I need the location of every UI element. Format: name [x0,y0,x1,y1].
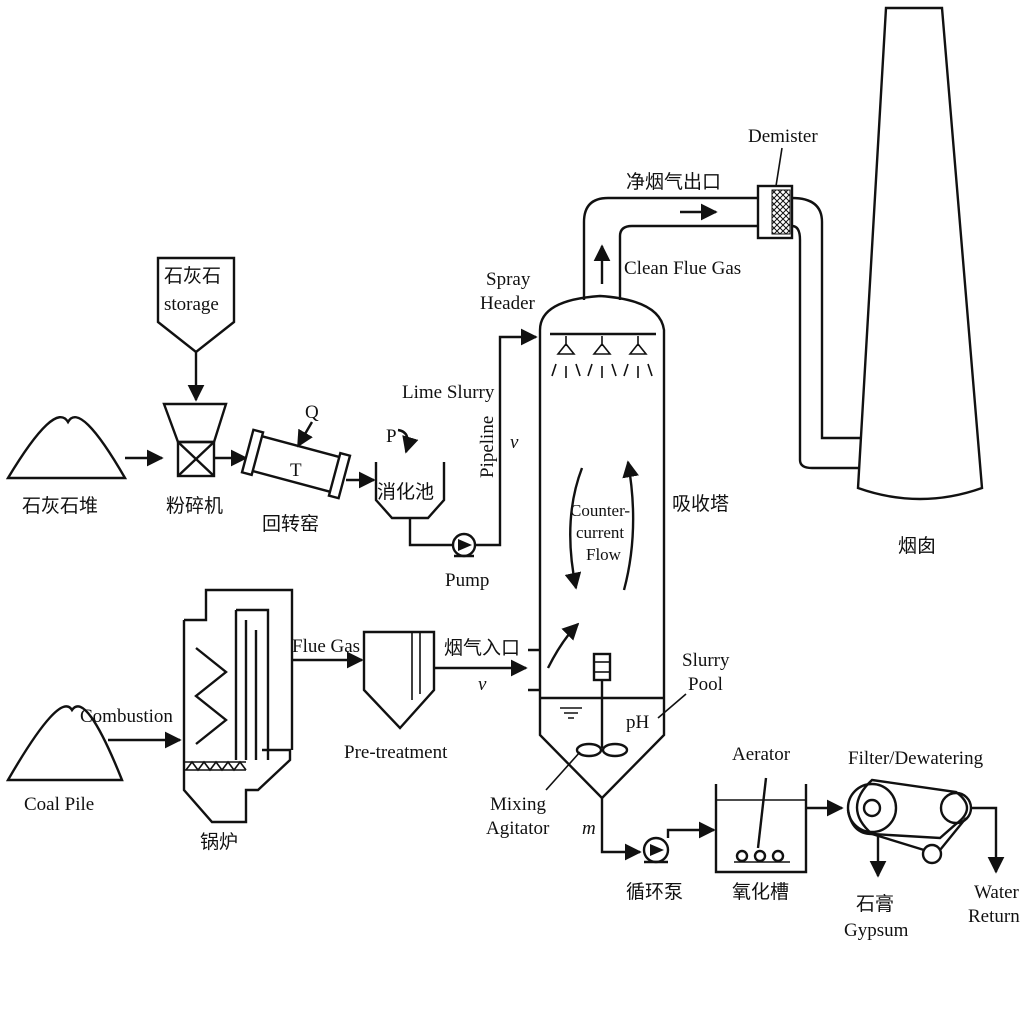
spray-header-label-2: Header [480,293,536,314]
circ-pump-to-oxidation-line [666,821,716,839]
slurry-pump: Pump [445,532,489,591]
countercurrent-label-1: Counter- [570,501,630,520]
spray-header: Spray Header [480,269,656,378]
slurry-pool-label-1: Slurry [682,650,730,671]
spray-header-label-1: Spray [486,269,531,290]
spray-nozzle-3 [623,336,653,378]
circulation-pump: 循环泵 [626,836,683,903]
lime-slurry-label: Lime Slurry [402,382,495,403]
mass-flow-label: m [582,818,596,839]
crusher: 粉碎机 [162,402,228,517]
absorber-to-circ-pump-line [600,798,642,861]
filter-to-water-return-arrow [970,806,1005,874]
clean-flue-gas-label: Clean Flue Gas [624,258,741,279]
water-return-label-1: Water [974,882,1020,903]
combustion-label: Combustion [80,706,173,727]
countercurrent-flow: Counter- current Flow [564,460,639,591]
limestone-pile-label: 石灰石堆 [22,495,98,517]
mixing-agitator: Mixing Agitator [486,652,629,839]
gypsum-label-en: Gypsum [844,920,909,941]
kiln-temp-label: T [290,460,302,481]
mixing-agitator-label-2: Agitator [486,818,550,839]
circulation-pump-label: 循环泵 [626,881,683,903]
storage-label-en: storage [164,294,219,315]
water-return-label-2: Return [968,906,1020,927]
countercurrent-label-2: current [576,523,624,542]
demister-pointer-line [775,147,783,187]
filter-label: Filter/Dewatering [848,748,984,769]
kiln-heat-arrow [296,421,314,448]
kiln-label: 回转窑 [262,513,319,535]
oxidation-tank: Aerator 氧化槽 [714,744,808,903]
filter-dewatering: Filter/Dewatering [846,748,984,865]
mixing-agitator-label-1: Mixing [490,794,546,815]
pretreatment-label: Pre-treatment [344,742,448,763]
countercurrent-label-3: Flow [586,545,622,564]
crusher-label: 粉碎机 [166,495,223,517]
aerator-label: Aerator [732,744,791,765]
demister-label: Demister [748,126,818,147]
slurry-pool-label-2: Pool [688,674,723,695]
demister: Demister [748,126,818,240]
slaking-pressure-arrow [397,428,419,454]
chimney: 烟囱 [856,6,984,557]
flue-gas-inlet: 烟气入口 v [444,622,580,695]
inlet-velocity-label: v [478,674,487,695]
coal-pile-label: Coal Pile [24,794,94,815]
clean-gas-duct: Clean Flue Gas 净烟气出口 [582,171,860,470]
slaker-to-pump-line [408,518,452,547]
ph-pointer-line [657,693,687,719]
coal-pile: Coal Pile [5,705,124,815]
slurry-pool: Slurry Pool pH [560,650,730,733]
pipeline-velocity-label: v [510,432,519,453]
gypsum-label-cn: 石膏 [856,892,894,915]
chimney-label: 烟囱 [898,535,936,557]
pretreatment-unit: Pre-treatment [344,630,448,763]
pipeline-label: Pipeline [477,416,498,478]
boiler: 锅炉 [182,588,294,853]
rotary-kiln: T Q 回转窑 [240,402,352,535]
storage-label-cn: 石灰石 [164,265,221,287]
spray-nozzle-2 [587,336,617,378]
flue-gas-inlet-label: 烟气入口 [444,637,520,659]
oxidation-tank-label: 氧化槽 [732,881,789,903]
slaking-pressure-label: P [386,426,397,447]
slaking-tank-label: 消化池 [377,481,434,503]
agitator-pointer-line [545,751,581,791]
kiln-heat-label: Q [305,402,319,423]
lime-slurry-pipeline [475,328,538,547]
limestone-pile: 石灰石堆 [5,416,128,517]
spray-nozzle-1 [551,336,581,378]
absorber-label: 吸收塔 [672,493,729,515]
pump-label: Pump [445,570,489,591]
ph-label: pH [626,712,650,733]
flue-gas-label: Flue Gas [292,636,360,657]
slaking-tank: 消化池 P [374,426,446,520]
limestone-storage-silo: 石灰石 storage [156,256,236,354]
boiler-label: 锅炉 [200,831,238,853]
clean-gas-outlet-label: 净烟气出口 [626,171,721,193]
